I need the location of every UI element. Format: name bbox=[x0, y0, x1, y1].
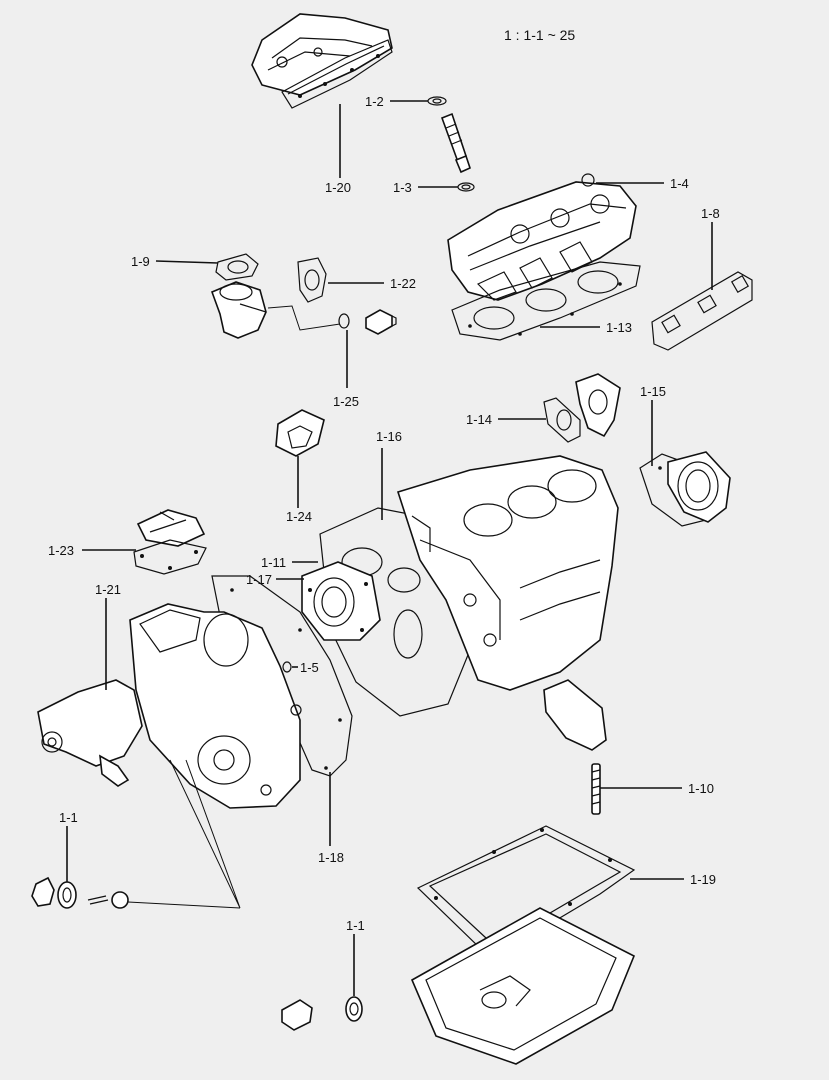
callout-1-17: 1-17 bbox=[246, 572, 272, 587]
callout-1-15: 1-15 bbox=[640, 384, 666, 399]
callout-1-3: 1-3 bbox=[393, 180, 412, 195]
water-outlet-gasket bbox=[297, 257, 327, 303]
side-cover bbox=[136, 509, 206, 547]
dowel-pin bbox=[282, 661, 292, 673]
oil-pressure-switch bbox=[365, 309, 397, 335]
callout-1-19: 1-19 bbox=[690, 872, 716, 887]
water-pump bbox=[37, 679, 143, 787]
side-cover-gasket bbox=[133, 539, 207, 575]
callout-1-1-top: 1-1 bbox=[59, 810, 78, 825]
callout-1-16: 1-16 bbox=[376, 429, 402, 444]
callout-1-4: 1-4 bbox=[670, 176, 689, 191]
switch-washer bbox=[338, 313, 350, 329]
thermostat-gasket bbox=[215, 253, 259, 281]
relation-line-plug bbox=[127, 901, 241, 909]
callout-1-9: 1-9 bbox=[131, 254, 150, 269]
injector-washer bbox=[457, 182, 475, 192]
thermostat-housing bbox=[210, 281, 267, 339]
gear-case bbox=[129, 603, 302, 809]
manifold-gasket bbox=[651, 271, 753, 351]
callout-1-2: 1-2 bbox=[365, 94, 384, 109]
drain-plug-left bbox=[31, 876, 129, 909]
crankshaft-seal-retainer bbox=[301, 561, 381, 641]
drain-plug-bottom bbox=[281, 996, 363, 1031]
callout-1-20: 1-20 bbox=[325, 180, 351, 195]
stud-bolt bbox=[591, 763, 601, 815]
callout-1-24: 1-24 bbox=[286, 509, 312, 524]
callout-1-13: 1-13 bbox=[606, 320, 632, 335]
cylinder-head bbox=[447, 173, 637, 301]
callout-1-21: 1-21 bbox=[95, 582, 121, 597]
callout-1-18: 1-18 bbox=[318, 850, 344, 865]
rear-oil-seal-housing bbox=[667, 451, 731, 523]
callout-1-14: 1-14 bbox=[466, 412, 492, 427]
callout-1-23: 1-23 bbox=[48, 543, 74, 558]
oil-pan bbox=[410, 907, 636, 1065]
callout-1-8: 1-8 bbox=[701, 206, 720, 221]
diagram-title: 1 : 1-1 ~ 25 bbox=[504, 27, 575, 43]
cylinder-head-gasket bbox=[451, 261, 641, 341]
callout-1-1-bottom: 1-1 bbox=[346, 918, 365, 933]
callout-1-11: 1-11 bbox=[261, 555, 286, 570]
rocker-cover bbox=[251, 13, 393, 96]
leader-lines bbox=[66, 100, 713, 996]
callout-1-22: 1-22 bbox=[390, 276, 416, 291]
bypass-gasket bbox=[543, 397, 581, 443]
callout-1-5: 1-5 bbox=[300, 660, 319, 675]
temperature-sender bbox=[440, 112, 471, 174]
callout-1-10: 1-10 bbox=[688, 781, 714, 796]
rocker-cover-gasket bbox=[281, 39, 393, 109]
water-pump-cover bbox=[575, 373, 621, 438]
sender-washer bbox=[427, 96, 447, 106]
cylinder-block bbox=[396, 455, 619, 691]
water-flange bbox=[275, 409, 325, 457]
support-bracket bbox=[543, 679, 607, 751]
leader-housing bbox=[267, 305, 341, 331]
callout-1-25: 1-25 bbox=[333, 394, 359, 409]
